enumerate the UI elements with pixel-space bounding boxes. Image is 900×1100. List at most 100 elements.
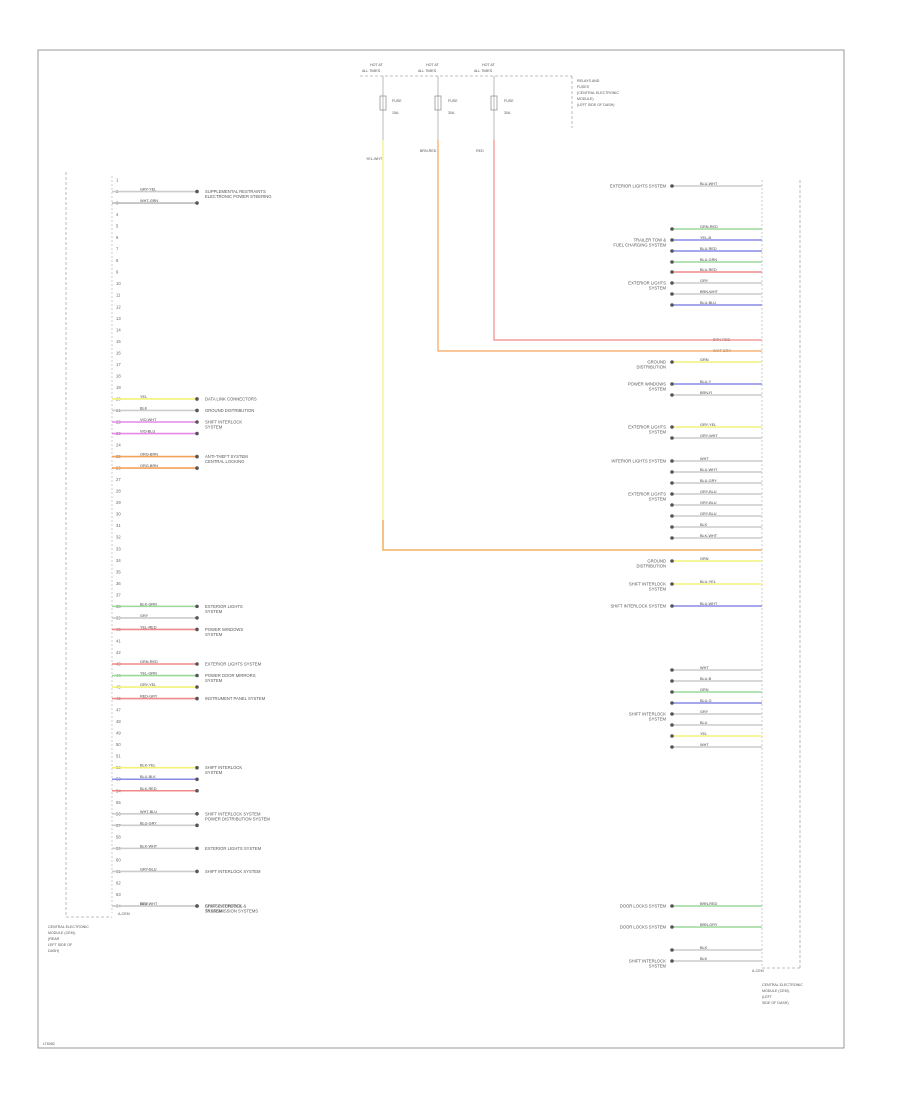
left-wire-label-16: BLU-BLK	[140, 775, 156, 779]
right-wire-label-10: BLU-Y	[700, 380, 712, 384]
right-wire-label-1: GRN-RED	[700, 225, 718, 229]
right-wire-terminal-34	[670, 925, 674, 929]
left-wire-dest-2: DATA LINK CONNECTORS	[205, 396, 257, 401]
fuse-2-wire-label: BRN-RED	[420, 149, 437, 153]
left-pin-15: 15	[116, 339, 121, 344]
right-wire-label-30: BLU	[700, 721, 708, 725]
right-wire-terminal-2	[670, 238, 674, 242]
left-wire-label-6: ORG-BRN	[140, 453, 158, 457]
left-wire-dest2-12: SYSTEM	[205, 678, 223, 683]
right-wire-label-12: GRY-YEL	[700, 423, 716, 427]
right-wire-terminal-31	[670, 734, 674, 738]
left-pin-50: 50	[116, 742, 121, 747]
left-module-name-1: CENTRAL ELECTRONIC	[48, 925, 89, 929]
right-module-name-3: (LEFT	[762, 995, 773, 999]
feed-wire-red	[493, 140, 762, 341]
left-module-name-2: MODULE (CEM),	[48, 931, 76, 935]
left-wire-terminal-23	[195, 904, 199, 908]
right-wire-terminal-26	[670, 679, 674, 683]
right-wire-dest2-2: FUEL CHARGING SYSTEM	[613, 243, 666, 248]
fuse-box-title-3: (CENTRAL ELECTRONIC	[577, 91, 619, 95]
right-wire-label-14: WHT	[700, 457, 709, 461]
left-wire-label-15: BLK-YEL	[140, 764, 156, 768]
left-pin-62: 62	[116, 880, 121, 885]
left-wire-dest-20: EXTERIOR LIGHTS SYSTEM	[205, 846, 262, 851]
right-wire-dest-2: TRAILER TOW &	[634, 238, 667, 243]
right-wire-label-0: BLU-WHT	[700, 182, 718, 186]
right-module-name-1: CENTRAL ELECTRONIC	[762, 983, 803, 987]
left-pin-13: 13	[116, 316, 121, 321]
left-wire-label-9: GRY	[140, 614, 149, 618]
left-pin-5: 5	[116, 224, 119, 229]
right-wire-terminal-9	[670, 360, 674, 364]
right-wire-terminal-23	[670, 582, 674, 586]
left-pin-6: 6	[116, 235, 119, 240]
left-wire-label-11: GRN-RED	[140, 660, 158, 664]
left-wire-label-1: WHT-GRN	[140, 199, 158, 203]
right-wire-terminal-0	[670, 184, 674, 188]
left-pin-29: 29	[116, 500, 121, 505]
right-wire-label-2: YEL-B	[700, 236, 711, 240]
right-wire-dest-22: GROUND	[647, 559, 666, 564]
right-wire-terminal-6	[670, 281, 674, 285]
right-wire-terminal-10	[670, 382, 674, 386]
right-wire-dest-34: DOOR LOCKS SYSTEM	[620, 925, 667, 930]
fuse-symbol-3	[490, 95, 498, 111]
left-wire-label-17: BLK-RED	[140, 787, 157, 791]
left-wire-terminal-8	[195, 604, 199, 609]
left-pin-63: 63	[116, 892, 121, 897]
left-pin-35: 35	[116, 569, 121, 574]
left-wire-dest-8: EXTERIOR LIGHTS	[205, 604, 243, 609]
right-wire-terminal-7	[670, 292, 674, 296]
right-wire-terminal-1	[670, 227, 674, 231]
left-wire-terminal-21	[195, 869, 199, 874]
right-wire-label-33: BRN-RED	[700, 902, 718, 906]
left-pin-31: 31	[116, 523, 121, 528]
right-wire-label-20: BLK	[700, 523, 708, 527]
left-wire-dest-3: GROUND DISTRIBUTION	[205, 408, 254, 413]
hot-label-2: ALL TIMES	[362, 69, 381, 73]
left-wire-label-13: GRY-YEL	[140, 683, 156, 687]
right-wire-terminal-16	[670, 481, 674, 485]
left-wire-terminal-11	[195, 662, 199, 666]
fuse-box-title-5: (LEFT SIDE OF DASH)	[577, 103, 614, 107]
right-wire-label-19: GRY-BLU	[700, 512, 717, 516]
right-wire-label-8: BLU-BLU	[700, 301, 716, 305]
right-wire-terminal-36	[670, 959, 674, 963]
right-wire-dest2-23: SYSTEM	[649, 587, 667, 592]
left-wire-dest-6: ANTI-THEFT SYSTEM	[205, 454, 248, 459]
left-wire-label-7: ORG-BRN	[140, 464, 158, 468]
hot-label-1: HOT AT	[370, 63, 383, 67]
left-pin-12: 12	[116, 304, 121, 309]
fuse-2-rating: 30A	[448, 111, 455, 115]
right-wire-label-3: BLU-RED	[700, 247, 717, 251]
right-wire-dest-14: INTERIOR LIGHTS SYSTEM	[611, 459, 666, 464]
right-wire-label-29: GRY	[700, 710, 709, 714]
hot-label-3: HOT AT	[426, 63, 439, 67]
right-wire-label-17: GRY-BLU	[700, 490, 717, 494]
left-pin-24: 24	[116, 443, 121, 448]
right-wire-terminal-11	[670, 393, 674, 397]
left-wire-terminal-14	[195, 696, 199, 701]
right-wire-label-24: BLU-WHT	[700, 602, 718, 606]
left-pin-8: 8	[116, 258, 119, 263]
right-wire-terminal-18	[670, 503, 674, 507]
left-wire-label-4: VIO-WHT	[140, 418, 157, 422]
right-wire-terminal-30	[670, 723, 674, 727]
right-module-name-2: MODULE (CEM),	[762, 989, 790, 993]
left-wire-label-5: VIO-BLU	[140, 430, 155, 434]
left-wire-terminal-13	[195, 685, 199, 689]
left-wire-label-2: YEL	[140, 395, 147, 399]
right-wire-terminal-25	[670, 668, 674, 672]
right-wire-label-23: BLU-YEL	[700, 580, 716, 584]
left-wire-label-3: BLK	[140, 406, 148, 410]
right-wire-label-7: BRN-WHT	[700, 290, 719, 294]
right-wire-terminal-20	[670, 525, 674, 529]
left-wire-dest-14: INSTRUMENT PANEL SYSTEM	[205, 696, 266, 701]
hot-label-6: ALL TIMES	[474, 69, 493, 73]
left-wire-terminal-12	[195, 673, 199, 678]
right-wire-terminal-14	[670, 459, 674, 463]
left-wire-terminal-5	[195, 431, 199, 436]
